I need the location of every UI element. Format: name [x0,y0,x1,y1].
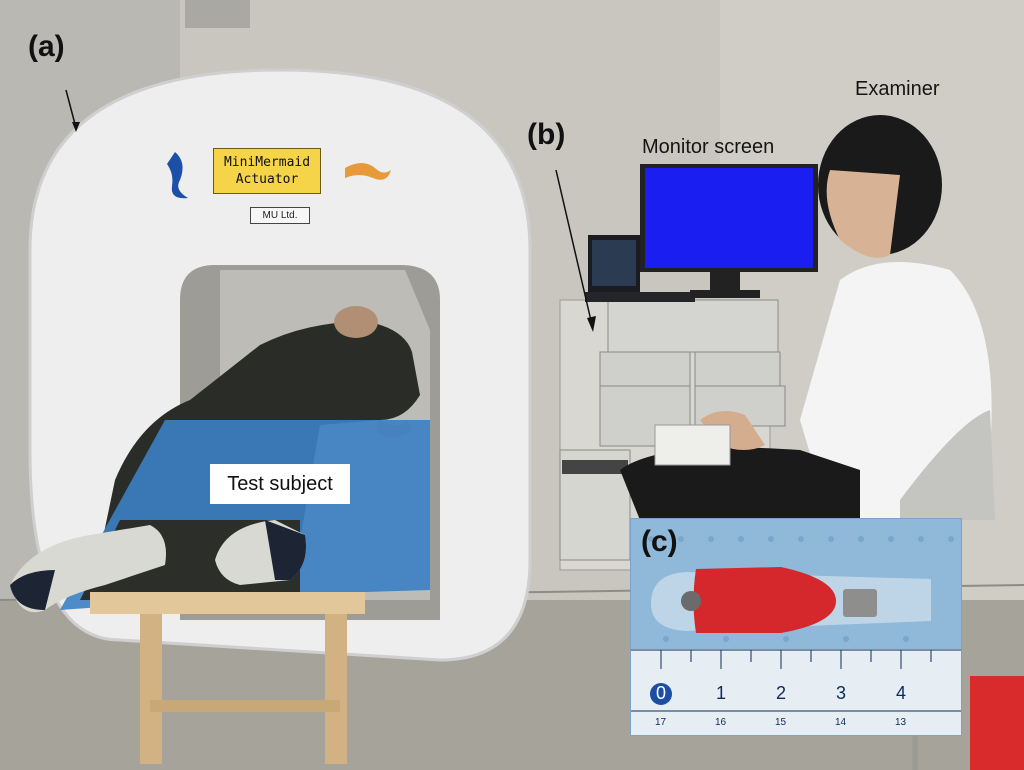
examiner-label: Examiner [855,78,940,100]
monitor-screen [645,168,813,268]
mermaid-orange-icon [345,163,391,180]
stool-top [90,592,365,614]
red-bin [970,676,1024,770]
ruler-minor-15: 15 [775,717,787,728]
capsule-inset: 0 1 2 3 4 17 16 15 14 13 (c) [630,518,962,736]
panel-label-c: (c) [641,525,678,558]
actuator-sign: MiniMermaid Actuator [213,148,321,194]
ruler-minor-16: 16 [715,717,727,728]
monitor-screen-label: Monitor screen [642,136,775,158]
capsule-magnet [693,567,836,633]
ruler-zero-marker [650,683,672,705]
capsule-illustration [631,519,961,735]
ruler-major-3: 3 [836,683,847,703]
test-subject-label: Test subject [210,464,350,504]
controller [654,424,731,466]
ruler-major-2: 2 [776,683,787,703]
ruler-minor-13: 13 [895,717,907,728]
sign-line-2: Actuator [235,172,299,187]
panel-label-a: (a) [28,30,65,63]
head [334,306,378,338]
ruler [631,649,961,735]
ruler-minor-17: 17 [655,717,667,728]
ruler-major-4: 4 [896,683,907,703]
sign-line-1: MiniMermaid [223,155,311,170]
ruler-minor-14: 14 [835,717,847,728]
ruler-major-1: 1 [716,683,727,703]
signal-generator [607,299,779,353]
maker-tag: MU Ltd. [250,207,310,224]
panel-label-b: (b) [527,118,566,151]
arrow-a [65,89,77,129]
arrow-b [555,169,593,326]
mermaid-blue-icon [167,152,188,199]
ruler-major-0: 0 [656,683,667,703]
capsule-coil [843,589,877,617]
